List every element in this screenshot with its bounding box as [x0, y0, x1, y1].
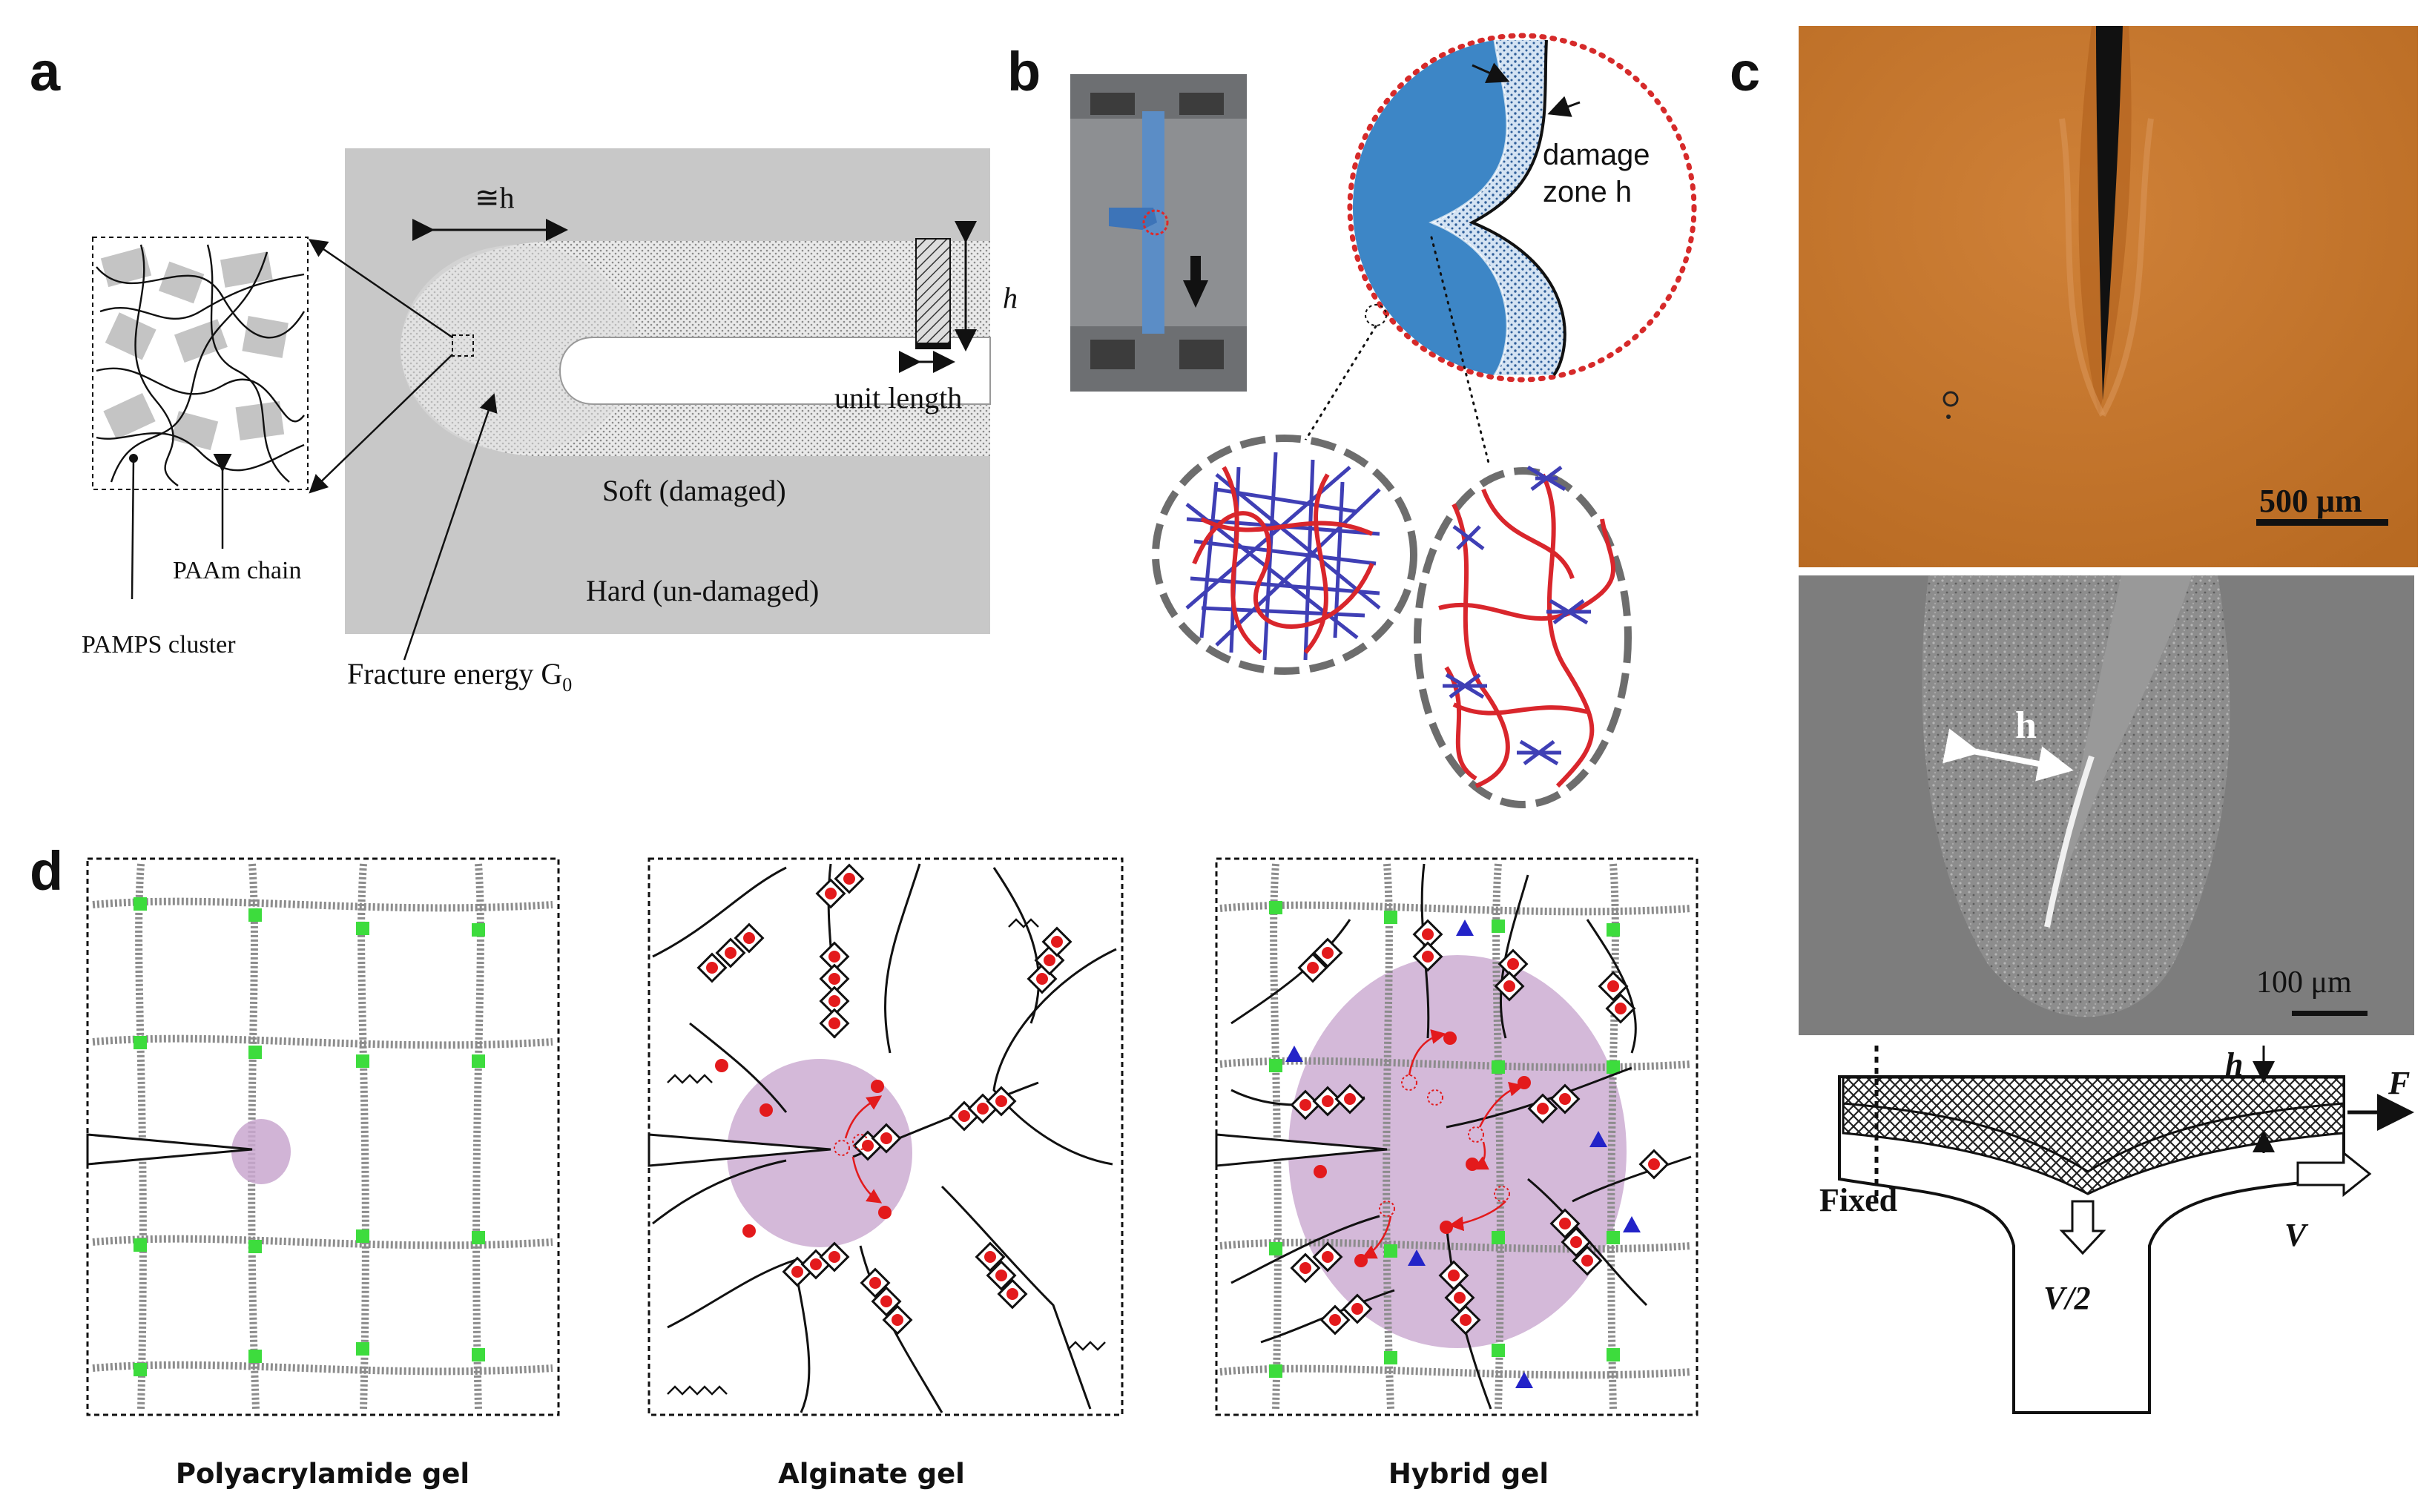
gel-domain: [1352, 40, 1508, 375]
optical-micrograph: 500 μm: [1799, 26, 2418, 567]
fixed-label: Fixed: [1819, 1182, 1897, 1218]
half-velocity-label: V/2: [2043, 1280, 2091, 1316]
h-label-a: h: [1003, 281, 1018, 314]
damage-zone-label-1: damage: [1543, 139, 1650, 171]
soft-region-label: Soft (damaged): [602, 474, 786, 507]
pamps-cluster-label: PAMPS cluster: [82, 631, 236, 658]
panel-a: a h unit length ≅h Soft (damaged) Hard (…: [30, 41, 1018, 696]
scale-bar-top: 500 μm: [2259, 483, 2362, 519]
caption-hybrid: Hybrid gel: [1388, 1458, 1549, 1490]
hard-region-label: Hard (un-damaged): [586, 574, 819, 607]
crack: [559, 337, 991, 405]
scale-bar-mid: 100 μm: [2256, 965, 2352, 1000]
panel-label-a: a: [30, 41, 61, 102]
unit-length-label: unit length: [834, 381, 962, 415]
h-label-diagram: h: [2225, 1046, 2243, 1083]
panel-b: b damage zone h: [1007, 33, 1697, 808]
fracture-energy-label: Fracture energy G0: [347, 657, 572, 696]
h-label-sem: h: [2015, 704, 2037, 747]
force-label: F: [2388, 1065, 2410, 1101]
tensile-test-photo: [1070, 74, 1247, 392]
panel-d: d: [30, 840, 1698, 1490]
damage-zone-b: [1431, 40, 1565, 375]
caption-polyacrylamide: Polyacrylamide gel: [176, 1458, 469, 1490]
damaged-network-inset: [1414, 465, 1632, 808]
panel-c: c 500 μm h 100 μm Fixed: [1730, 26, 2418, 1414]
unit-element: [915, 238, 951, 349]
panel-label-b: b: [1007, 41, 1041, 102]
damage-zone-label-2: zone h: [1543, 176, 1632, 208]
approx-h-label: ≅h: [475, 181, 515, 214]
hybrid-network: Hybrid gel: [1215, 857, 1698, 1490]
paam-chain-label: PAAm chain: [173, 557, 301, 584]
caption-alginate: Alginate gel: [778, 1458, 965, 1490]
alginate-network: Alginate gel: [648, 857, 1124, 1490]
pamps-clusters: [100, 246, 289, 451]
panel-label-d: d: [30, 840, 63, 902]
polyacrylamide-network: Polyacrylamide gel: [86, 857, 560, 1490]
velocity-label: V: [2284, 1217, 2309, 1253]
paam-chains: [96, 244, 306, 486]
undamaged-network-inset: [1152, 435, 1417, 675]
pure-shear-diagram: Fixed h F V V/2: [1819, 1046, 2414, 1414]
sem-micrograph: h 100 μm: [1799, 575, 2414, 1035]
panel-label-c: c: [1730, 41, 1760, 102]
